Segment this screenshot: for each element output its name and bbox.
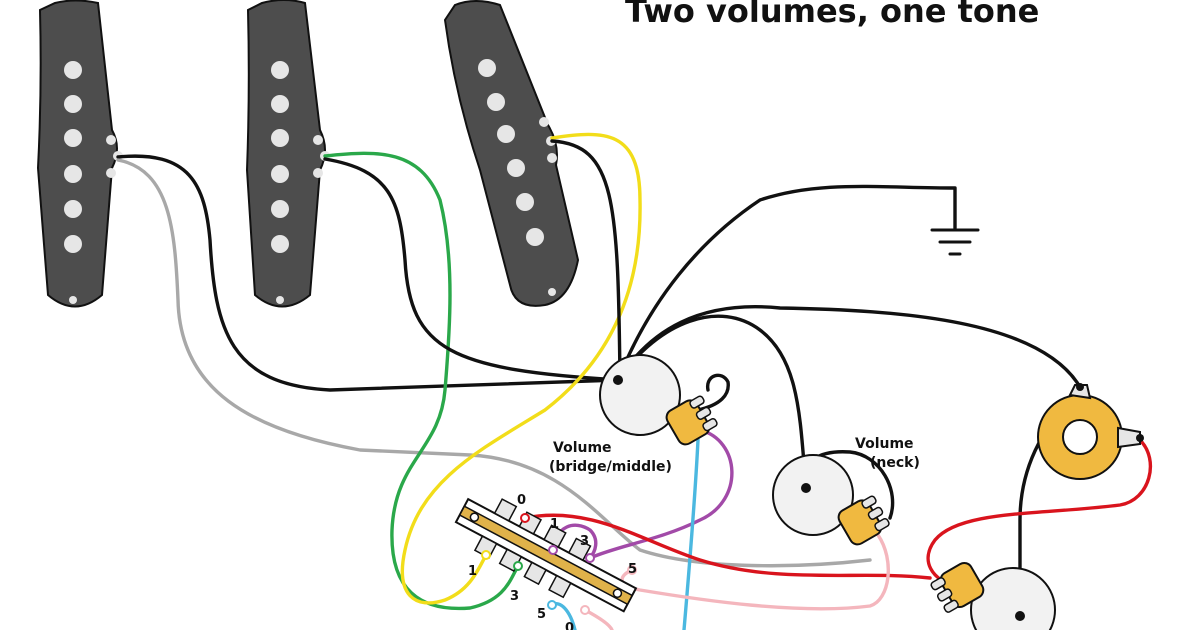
switch-num: 5: [537, 607, 546, 622]
wire-middle-black: [323, 157, 622, 382]
wire-red: [926, 438, 1152, 590]
wire-blue: [682, 438, 700, 630]
switch-num: 5: [628, 562, 637, 577]
label-volume-neck: Volume: [855, 436, 914, 452]
wire-purple: [588, 428, 734, 560]
diagram-title: Two volumes, one tone: [625, 0, 1039, 30]
wire-middle-green: [323, 151, 520, 611]
wire-bridge-black: [550, 139, 622, 382]
output-jack-icon: [1037, 383, 1144, 480]
label-volume-bridge-sub: (bridge/middle): [549, 459, 672, 475]
switch-num: 1: [550, 517, 559, 532]
switch-num: 3: [510, 589, 519, 604]
tone-pot: [930, 561, 1056, 630]
wire-red-switch: [523, 513, 932, 580]
wire-neck-black: [116, 154, 620, 392]
switch-num: 0: [565, 621, 574, 630]
ground-icon: [930, 186, 980, 256]
pickup-middle: [245, 0, 330, 308]
wires: [116, 132, 1152, 630]
wire-pink-2: [583, 608, 614, 630]
wire-vol-to-jack-black: [616, 305, 1082, 389]
switch-num: 0: [517, 493, 526, 508]
label-volume-bridge: Volume: [553, 440, 612, 456]
wire-vol-loop-black: [696, 373, 730, 412]
switch-num: 1: [468, 564, 477, 579]
wire-bridge-yellow: [400, 132, 642, 605]
pickup-bridge: [443, 0, 580, 307]
volume-pot-neck: [772, 454, 890, 546]
pickup-neck: [36, 0, 123, 308]
volume-pot-bridge-middle: [599, 354, 718, 446]
switch-num: 3: [580, 534, 589, 549]
wire-vol-to-vol-black: [616, 314, 808, 490]
label-volume-neck-sub: (neck): [870, 455, 920, 471]
wire-ground-black: [616, 184, 957, 382]
five-way-switch: [454, 497, 638, 615]
